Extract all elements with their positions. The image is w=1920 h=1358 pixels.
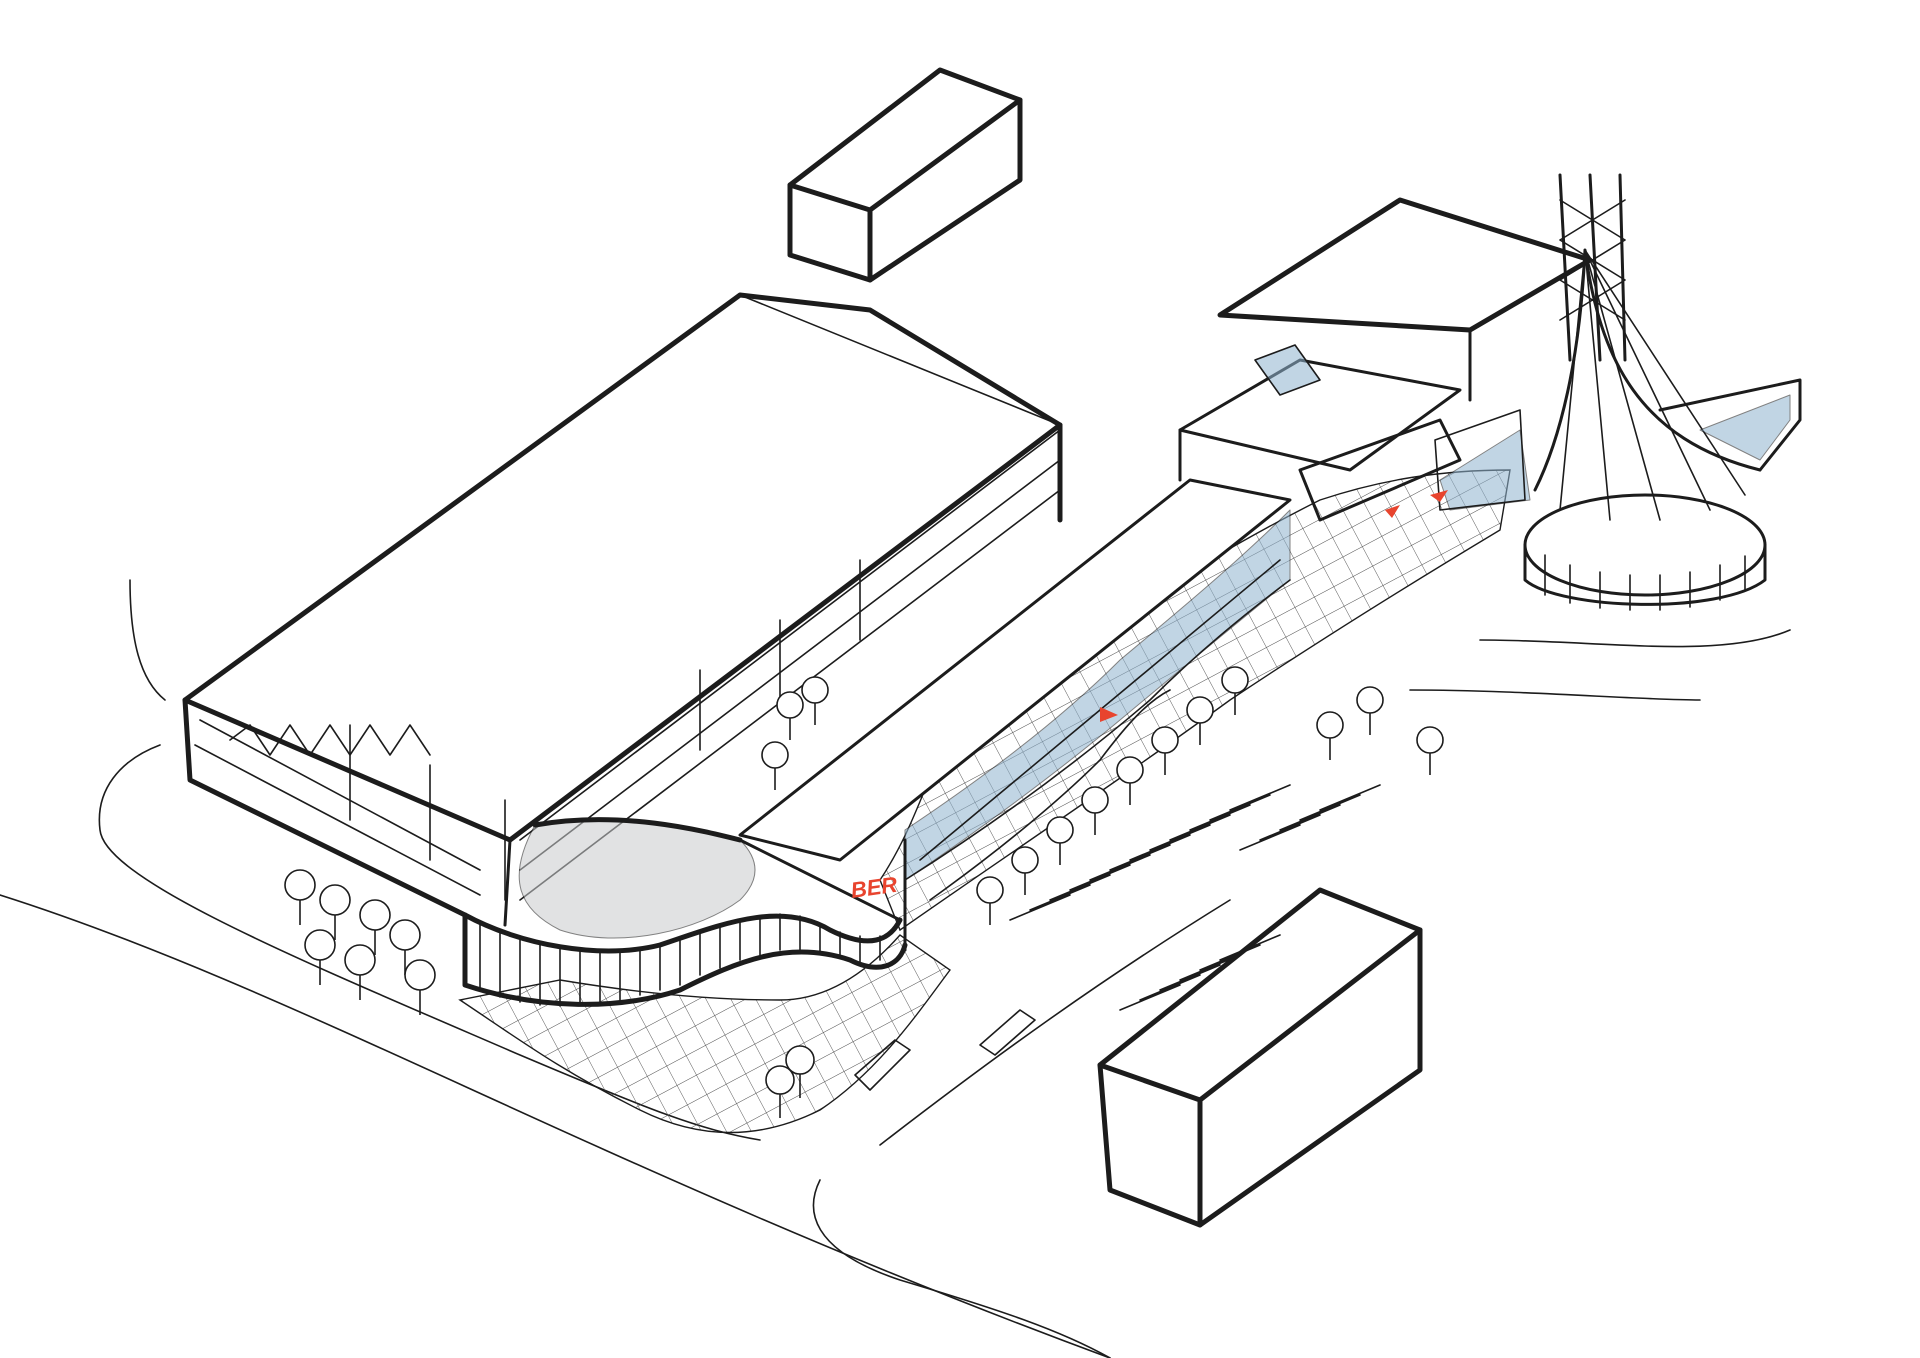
tree xyxy=(389,919,421,975)
tree xyxy=(1151,726,1179,775)
rear-blocks xyxy=(1178,197,1593,522)
entry-markers xyxy=(1100,490,1448,722)
entrance-canopy xyxy=(462,817,908,1007)
context-block-south xyxy=(1097,887,1423,1228)
tree xyxy=(284,869,316,925)
tree xyxy=(765,1065,795,1118)
tree xyxy=(1221,666,1249,715)
tree xyxy=(1186,696,1214,745)
trees xyxy=(284,666,1444,1118)
grass-strip-mid xyxy=(950,932,1004,952)
parking-stalls xyxy=(1009,784,1381,1011)
tree xyxy=(801,676,829,725)
main-hall xyxy=(182,292,1063,927)
tree xyxy=(785,1045,815,1098)
entry-arrow xyxy=(1385,505,1400,518)
middle-block xyxy=(738,478,1292,952)
tree xyxy=(404,959,436,1015)
tree xyxy=(761,741,789,790)
tree xyxy=(344,944,376,1000)
tree xyxy=(1316,711,1344,760)
tree xyxy=(359,899,391,955)
tree xyxy=(1116,756,1144,805)
street-lines xyxy=(0,579,1791,1358)
tree xyxy=(319,884,351,940)
tower-tent-structure xyxy=(1523,173,1802,611)
tree xyxy=(976,876,1004,925)
grass-east-beds xyxy=(1290,674,1402,704)
context-block-north xyxy=(787,67,1023,283)
entry-arrow xyxy=(1100,707,1118,722)
tree xyxy=(304,929,336,985)
tree xyxy=(1416,726,1444,775)
bus xyxy=(979,1009,1036,1056)
tree xyxy=(776,691,804,740)
tree xyxy=(1081,786,1109,835)
grass-east-strip xyxy=(1330,644,1407,662)
tree xyxy=(1046,816,1074,865)
bus xyxy=(854,1039,911,1091)
tree xyxy=(1011,846,1039,895)
tree xyxy=(1356,686,1384,735)
entry-arrow xyxy=(1430,490,1448,502)
vehicles xyxy=(854,1009,1036,1091)
